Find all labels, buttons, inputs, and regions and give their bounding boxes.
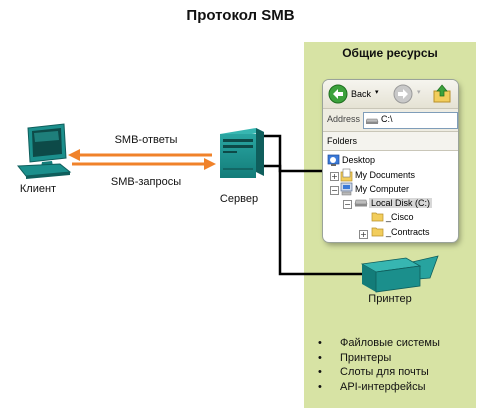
back-dropdown-icon[interactable]: ▾ [375, 89, 379, 96]
forward-dropdown-icon[interactable]: ▾ [417, 89, 421, 96]
server-label: Сервер [219, 193, 259, 205]
printer-label: Принтер [368, 293, 412, 305]
address-field[interactable]: C:\ [363, 112, 458, 129]
collapse-minus-icon[interactable]: − [330, 186, 339, 195]
smb-responses-arrow [68, 149, 212, 161]
my-documents-icon [340, 168, 353, 182]
server-explorer-link [256, 134, 326, 173]
up-folder-icon[interactable] [431, 83, 453, 105]
file-explorer-window: Back ▾ ▾ Address C:\ Folders Deskt [323, 80, 458, 242]
shared-resources-list: Файловые системы Принтеры Слоты для почт… [318, 336, 474, 394]
tree-item-local-disk[interactable]: Local Disk (C:) [369, 198, 433, 208]
desktop-icon [327, 154, 340, 166]
resource-item: Слоты для почты [318, 365, 474, 380]
back-arrow-icon[interactable] [328, 84, 348, 104]
smb-responses-label: SMB-ответы [114, 134, 178, 146]
server-printer-link [264, 164, 363, 276]
tree-item-contracts[interactable]: _Contracts [386, 227, 430, 237]
smb-requests-label: SMB-запросы [110, 176, 182, 188]
back-button-label[interactable]: Back [351, 89, 372, 99]
explorer-toolbar: Back ▾ ▾ [323, 80, 458, 109]
tree-item-my-documents[interactable]: My Documents [355, 170, 416, 180]
expand-plus-icon[interactable]: + [359, 230, 368, 239]
local-disk-icon [354, 199, 368, 207]
shared-resources-title: Общие ресурсы [342, 46, 438, 60]
expand-plus-icon[interactable]: + [330, 172, 339, 181]
forward-arrow-icon[interactable] [393, 84, 413, 104]
drive-icon [366, 118, 379, 124]
address-bar: Address C:\ [323, 109, 458, 132]
smb-requests-arrow [72, 158, 216, 170]
collapse-minus-icon[interactable]: − [343, 200, 352, 209]
my-computer-icon [340, 182, 353, 196]
printer-icon [360, 222, 439, 293]
folder-icon [371, 212, 384, 222]
client-label: Клиент [19, 183, 57, 195]
tree-item-cisco[interactable]: _Cisco [386, 212, 414, 222]
resource-item: API-интерфейсы [318, 380, 474, 395]
server-tower-icon [220, 128, 264, 178]
tree-item-desktop[interactable]: Desktop [342, 155, 376, 165]
address-label: Address [327, 114, 361, 124]
diagram-title: Протокол SMB [186, 7, 295, 24]
tree-item-my-computer[interactable]: My Computer [355, 184, 410, 194]
address-value: C:\ [381, 114, 393, 124]
client-computer-icon [16, 123, 72, 179]
resource-item: Принтеры [318, 351, 474, 366]
folder-icon [371, 227, 384, 237]
folders-header: Folders [323, 132, 458, 151]
folders-label: Folders [327, 136, 358, 146]
resource-item: Файловые системы [318, 336, 474, 351]
